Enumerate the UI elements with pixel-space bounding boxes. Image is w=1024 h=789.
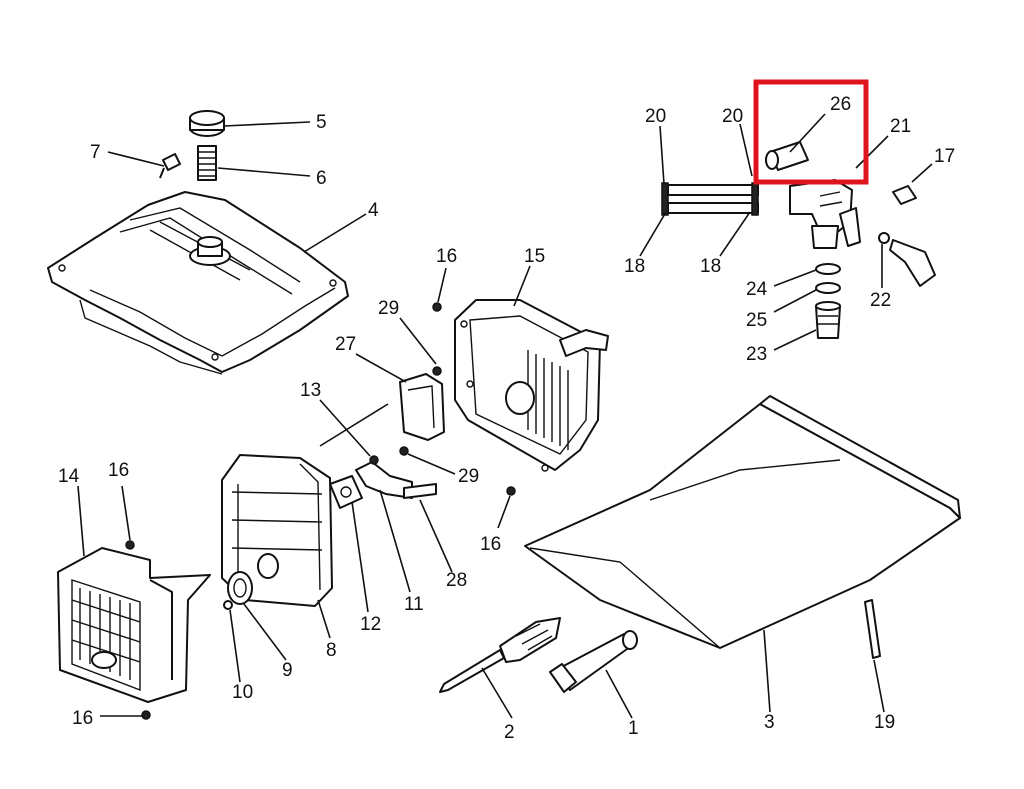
callout-13: 13: [300, 380, 321, 401]
callout-29: 29: [458, 466, 479, 487]
callout-19: 19: [874, 712, 895, 733]
callout-28: 28: [446, 570, 467, 591]
fuel-cock: [789, 179, 861, 249]
fuel-strainer: [197, 145, 217, 181]
callout-27: 27: [335, 334, 356, 355]
fuel-hoses: [661, 182, 759, 216]
screwdriver: [439, 617, 561, 693]
callout-3: 3: [764, 712, 775, 733]
callout-29: 29: [378, 298, 399, 319]
callout-16: 16: [72, 708, 93, 729]
fuel-cock-bolt: [892, 185, 917, 205]
callout-20: 20: [645, 106, 666, 127]
socket-wrench: [549, 630, 638, 693]
callout-labels: 26 21 20 20 17 18 18 24 25 22 23 5 7 6 4…: [58, 94, 955, 743]
fuel-filter-element: [765, 141, 809, 171]
callout-25: 25: [746, 310, 767, 331]
tool-bag: [524, 395, 961, 649]
callout-17: 17: [934, 146, 955, 167]
callout-1: 1: [628, 718, 639, 739]
fuel-cock-lever: [878, 232, 936, 287]
screw-16: [125, 302, 516, 720]
callout-21: 21: [890, 116, 911, 137]
callout-16: 16: [108, 460, 129, 481]
callout-16: 16: [480, 534, 501, 555]
muffler-gasket-9: [227, 571, 253, 605]
spark-plug-gauge: [864, 599, 881, 659]
nut-29: [369, 366, 442, 465]
callout-14: 14: [58, 466, 80, 487]
muffler-cover: [57, 547, 211, 703]
engine-panel: [454, 299, 609, 472]
callout-11: 11: [404, 594, 424, 615]
callout-7: 7: [90, 142, 101, 163]
callout-4: 4: [368, 200, 379, 221]
callout-22: 22: [870, 290, 891, 311]
fuel-cap: [189, 110, 225, 137]
fuel-tank: [47, 191, 349, 375]
callout-8: 8: [326, 640, 337, 661]
callout-18: 18: [624, 256, 645, 277]
muffler: [221, 454, 333, 607]
callout-16: 16: [436, 246, 457, 267]
callout-18: 18: [700, 256, 721, 277]
callout-12: 12: [360, 614, 381, 635]
callout-15: 15: [524, 246, 545, 267]
callout-10: 10: [232, 682, 253, 703]
exhaust-gasket-12: [329, 475, 363, 509]
tank-screw: [159, 153, 181, 179]
sediment-cup-parts: [815, 263, 841, 339]
callout-5: 5: [316, 112, 327, 133]
callout-2: 2: [504, 722, 515, 743]
callout-6: 6: [316, 168, 327, 189]
leader-lines: [77, 113, 933, 719]
bracket-27: [399, 373, 445, 441]
callout-24: 24: [746, 279, 768, 300]
callout-23: 23: [746, 344, 767, 365]
callout-9: 9: [282, 660, 293, 681]
muffler-screw-10: [223, 600, 233, 610]
exhaust-gasket-28: [403, 483, 437, 499]
callout-20: 20: [722, 106, 743, 127]
callout-26: 26: [830, 94, 851, 115]
highlight-box-part-26: [753, 79, 869, 185]
